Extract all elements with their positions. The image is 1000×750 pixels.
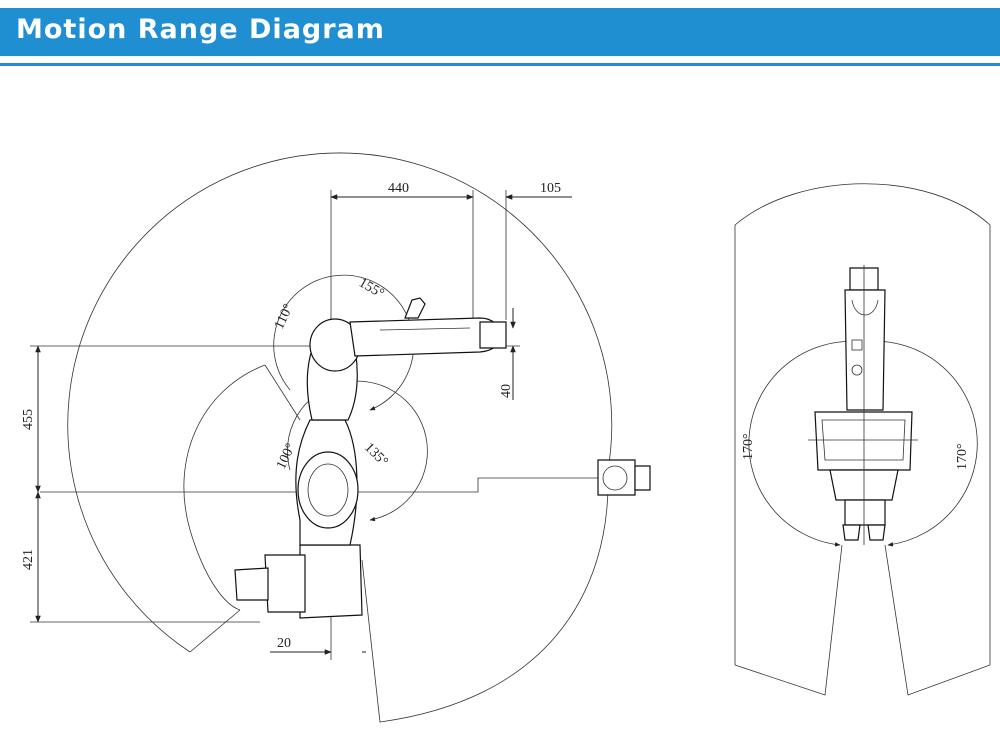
- dim-20-label: 20: [277, 636, 291, 651]
- angle-170-left-label: 170°: [741, 433, 756, 460]
- angle-100-label: 100°: [274, 441, 299, 471]
- work-envelope-outer: [67, 152, 613, 653]
- work-envelope-inner: [183, 364, 266, 611]
- dim-40-label: 40: [499, 384, 514, 398]
- top-envelope-left-cut: [734, 544, 843, 696]
- angle-155-label: 155°: [356, 275, 387, 301]
- angle-170-right-label: 170°: [955, 443, 970, 470]
- work-envelope-notch: [264, 364, 301, 421]
- envelope-step-line: [40, 477, 608, 493]
- top-view: 170° 170°: [734, 183, 991, 696]
- dim-440-label: 440: [388, 181, 409, 196]
- dim-421-label: 421: [21, 549, 36, 570]
- header-rule: [0, 63, 1000, 66]
- dim-105-label: 105: [540, 181, 561, 196]
- angle-110-label: 110°: [272, 302, 297, 332]
- work-envelope-floor-line: [189, 609, 241, 653]
- work-envelope-lower: [361, 469, 609, 723]
- flange-far-reach: [597, 459, 651, 496]
- page-title: Motion Range Diagram: [16, 14, 385, 45]
- j3-range-arc: [273, 274, 415, 411]
- side-view: 440 105 455 421 20 40 110° 155° 100° 135…: [21, 152, 651, 723]
- dim-455-label: 455: [21, 409, 36, 430]
- top-rotation-arc-right: [861, 340, 978, 547]
- robot-top-silhouette: [808, 265, 918, 545]
- top-rotation-arc-left: [748, 341, 863, 547]
- header-bar: Motion Range Diagram: [0, 8, 1000, 56]
- j2-range-arc: [287, 380, 428, 522]
- robot-side-silhouette: [234, 297, 507, 619]
- top-envelope-outer: [734, 183, 991, 696]
- angle-135-label: 135°: [361, 440, 390, 469]
